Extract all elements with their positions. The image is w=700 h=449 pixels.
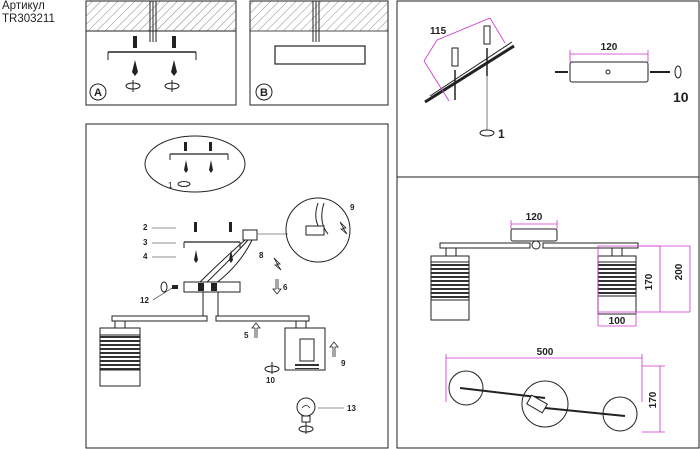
dim-shade-height: 170 (644, 273, 655, 290)
mount-step-10: 10 (673, 89, 689, 105)
dimensions-panel: 120 170 200 100 500 170 (396, 176, 700, 449)
article-label: Артикул TR303211 (2, 0, 55, 26)
callout-11: 9 (341, 359, 346, 368)
callout-4: 4 (143, 252, 148, 261)
callout-9: 9 (350, 203, 355, 212)
article-title: Артикул (2, 0, 45, 12)
dim-canopy-width: 120 (526, 212, 543, 223)
dim-canopy: 120 (601, 42, 618, 53)
mount-step-1: 1 (498, 127, 505, 141)
callout-6: 6 (283, 283, 288, 292)
panel-a: A (85, 0, 237, 106)
callout-8: 8 (259, 251, 264, 260)
dim-total-height: 200 (674, 263, 685, 280)
panel-a-badge: A (94, 87, 102, 99)
panel-b-badge: B (260, 87, 268, 99)
callout-10: 12 (140, 296, 149, 305)
callout-1-inset: 1 (168, 181, 173, 190)
dim-shade-width: 100 (609, 316, 626, 327)
callout-2: 2 (143, 223, 148, 232)
dim-bracket: 115 (430, 26, 447, 37)
panel-b: B (249, 0, 389, 106)
mount-panel: 115 1 120 10 (396, 0, 700, 178)
callout-13: 13 (347, 404, 356, 413)
dim-span: 500 (537, 347, 554, 358)
callout-12: 10 (266, 376, 275, 385)
article-number: TR303211 (2, 13, 55, 25)
assembly-panel: 1 2 3 4 8 6 12 (85, 123, 389, 449)
dim-depth: 170 (648, 391, 659, 408)
callout-3: 3 (143, 238, 148, 247)
callout-5: 5 (244, 331, 249, 340)
